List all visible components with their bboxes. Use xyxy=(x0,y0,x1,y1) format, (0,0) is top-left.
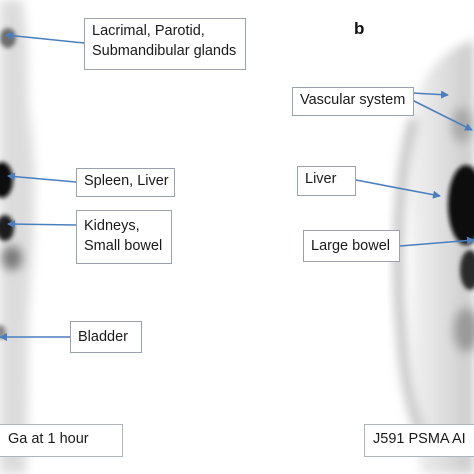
caption-right: J591 PSMA AI xyxy=(364,424,474,457)
label-bladder: Bladder xyxy=(70,321,142,353)
panel-b-letter: b xyxy=(354,19,365,38)
caption-left: Ga at 1 hour xyxy=(0,424,123,457)
arrow-vascular-1 xyxy=(411,90,449,99)
right-pet-scan xyxy=(393,40,474,474)
label-glands: Lacrimal, Parotid, Submandibular glands xyxy=(84,18,246,70)
right-pelvis-uptake xyxy=(454,308,474,352)
arrow-liver xyxy=(355,179,441,199)
label-glands-line-1: Lacrimal, Parotid, xyxy=(92,23,205,39)
label-liver-text: Liver xyxy=(305,171,337,187)
label-arrows xyxy=(0,31,474,341)
left-head-uptake xyxy=(0,28,16,48)
label-large-bowel: Large bowel xyxy=(303,230,400,262)
label-kidneys-line-1: Kidneys, xyxy=(84,218,140,234)
right-body-silhouette xyxy=(408,40,474,474)
label-liver: Liver xyxy=(297,166,356,196)
label-kidneys-bowel: Kidneys, Small bowel xyxy=(76,210,172,264)
label-glands-line-2: Submandibular glands xyxy=(92,43,237,59)
right-liver-uptake xyxy=(448,165,474,245)
left-bowel-uptake xyxy=(2,246,22,270)
right-arm xyxy=(393,118,425,432)
label-vascular-text: Vascular system xyxy=(300,92,406,108)
label-spleen-liver: Spleen, Liver xyxy=(76,168,175,197)
arrow-vascular-2 xyxy=(411,99,473,131)
label-vascular: Vascular system xyxy=(292,87,414,116)
arrow-kidneys-bowel xyxy=(7,220,77,229)
left-pet-scan xyxy=(0,0,35,474)
label-large-bowel-text: Large bowel xyxy=(311,238,390,254)
label-bladder-text: Bladder xyxy=(78,329,128,345)
arrow-spleen-liver xyxy=(7,172,77,183)
label-kidneys-line-2: Small bowel xyxy=(84,238,163,254)
right-bowel-uptake xyxy=(460,250,474,290)
left-spleen-liver-uptake xyxy=(0,162,13,198)
arrow-glands xyxy=(5,31,85,44)
label-spleen-liver-text: Spleen, Liver xyxy=(84,173,169,189)
arrow-large-bowel xyxy=(399,236,474,247)
left-body-silhouette xyxy=(0,0,35,474)
